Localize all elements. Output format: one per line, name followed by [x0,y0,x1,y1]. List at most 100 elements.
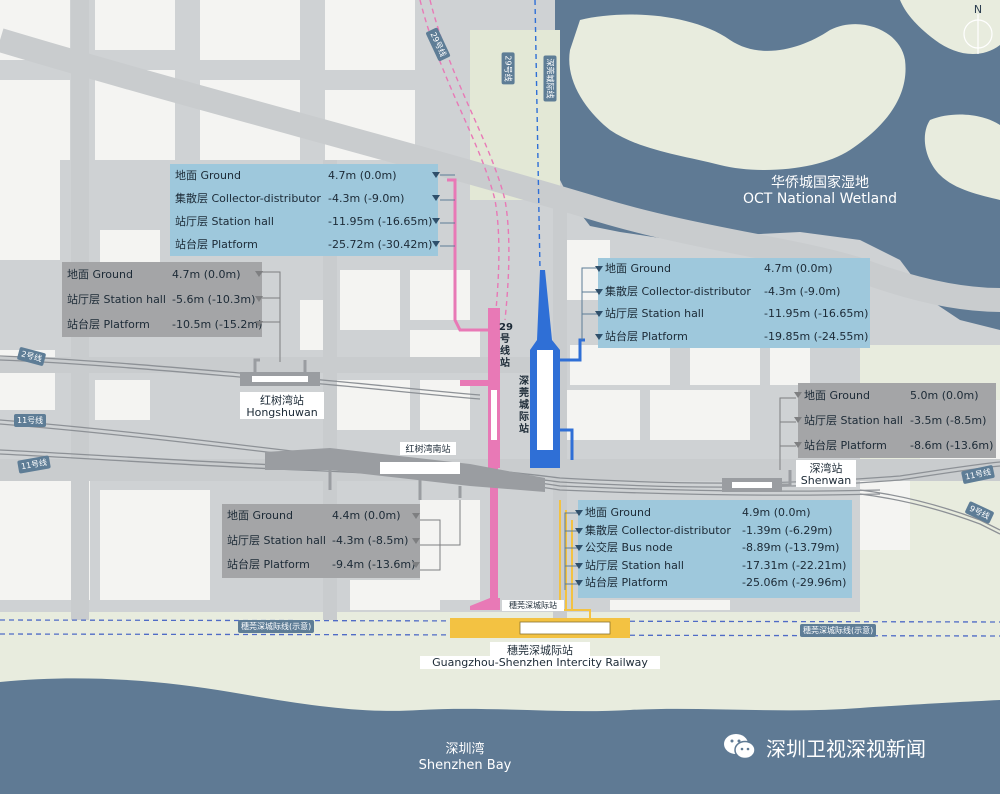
level-marker-icon [794,417,802,423]
shenwan-station [722,470,792,492]
hongshuwan-south-label: 红树湾南站 [400,442,456,455]
level-marker-icon [794,442,802,448]
panel-row: 站厅层 Station hall -5.6m (-10.3m) [62,287,263,312]
level-marker-icon [412,562,420,569]
panel-row-label: 站台层 Platform [227,558,310,572]
panel-row-value: -11.95m (-16.65m) [328,215,433,228]
panel-row: 站厅层 Station hall -4.3m (-8.5m) [222,529,420,554]
panel-row: 公交层 Bus node -8.89m (-13.79m) [575,539,852,557]
line29-station-label: 29号线站 [499,322,513,369]
panel-row: 站台层 Platform -25.72m (-30.42m) [170,233,440,256]
panel-row: 站厅层 Station hall -17.31m (-22.21m) [575,557,852,575]
level-marker-icon [595,266,603,272]
watermark-text: 深圳卫视深视新闻 [766,736,926,761]
guangshen-label-en: Guangzhou-Shenzhen Intercity Railway [420,656,660,669]
panel-shenwan: 地面 Ground 5.0m (0.0m) 站厅层 Station hall -… [794,383,996,458]
panel-row-label: 站台层 Platform [804,439,887,452]
panel-row-value: -19.85m (-24.55m) [764,329,869,343]
panel-row: 地面 Ground 4.7m (0.0m) [595,258,870,281]
level-marker-icon [432,241,440,247]
wetland-label-en: OCT National Wetland [743,191,897,207]
level-marker-icon [575,545,583,552]
bay-water [0,676,1000,794]
panel-connectors-blue [440,174,598,590]
level-marker-icon [575,580,583,587]
panel-row: 集散层 Collector-distributor -4.3m (-9.0m) [595,281,870,304]
panel-row-value: 4.4m (0.0m) [332,509,401,522]
panel-row-value: 4.7m (0.0m) [172,268,241,281]
hongshuwan-station [240,358,320,386]
watermark: 深圳卫视深视新闻 [722,730,926,764]
panel-row-value: -10.5m (-15.2m) [172,318,263,331]
level-marker-icon [595,333,603,340]
panel-guangshen: 地面 Ground 4.9m (0.0m) 集散层 Collector-dist… [575,500,852,598]
panel-line29: 地面 Ground 4.7m (0.0m) 集散层 Collector-dist… [170,164,440,256]
panel-row-label: 集散层 Collector-distributor [585,523,731,537]
panel-row-label: 站厅层 Station hall [227,533,326,547]
panel-row-value: -17.31m (-22.21m) [742,558,847,572]
level-marker-icon [575,510,583,516]
bay-label-en: Shenzhen Bay [418,758,512,773]
panel-row-value: -3.5m (-8.5m) [910,414,987,427]
panel-row-value: 4.7m (0.0m) [764,262,833,275]
panel-row-value: -25.72m (-30.42m) [328,238,433,251]
level-marker-icon [575,527,583,534]
panel-row-label: 站厅层 Station hall [585,558,684,572]
panel-hongshuwan: 地面 Ground 4.7m (0.0m) 站厅层 Station hall -… [62,262,263,337]
wetland-land-1 [569,14,906,171]
hongshuwan-label-en: Hongshuwan [240,406,324,419]
guangshen-line [0,619,1000,637]
compass-north-label: N [973,3,983,16]
panel-row-label: 地面 Ground [67,268,133,281]
level-marker-icon [412,513,420,519]
panel-row-value: -25.06m (-29.96m) [742,576,847,590]
panel-row: 站台层 Platform -10.5m (-15.2m) [62,312,263,337]
panel-row-value: -1.39m (-6.29m) [742,523,833,537]
level-marker-icon [432,172,440,178]
line29-tag-2: 29号线 [501,52,515,85]
panel-connectors [262,271,796,571]
level-marker-icon [255,271,263,277]
panel-row-label: 公交层 Bus node [585,541,673,555]
panel-row: 地面 Ground 4.7m (0.0m) [62,262,263,287]
panel-row-label: 站厅层 Station hall [804,414,903,427]
panel-row-value: -11.95m (-16.65m) [764,307,869,320]
panel-row: 站厅层 Station hall -3.5m (-8.5m) [794,408,996,433]
level-marker-icon [595,311,603,317]
wetland-land-3 [924,114,1000,200]
panel-row-label: 站台层 Platform [585,576,668,590]
intercity-tag: 深莞城际线 [543,55,557,102]
panel-row: 地面 Ground 4.4m (0.0m) [222,504,420,529]
panel-row: 地面 Ground 4.7m (0.0m) [170,164,440,187]
panel-row-label: 站厅层 Station hall [175,215,274,228]
panel-row-value: -8.89m (-13.79m) [742,541,840,555]
level-marker-icon [255,296,263,302]
wetland-label-cn: 华侨城国家湿地 [771,175,869,191]
wechat-icon [724,734,756,760]
compass [963,14,993,54]
intercity-station-label: 深莞城际站 [519,376,529,435]
guangshen-station [450,500,630,638]
level-marker-icon [255,321,263,327]
shenwan-label-cn: 深湾站 [796,460,856,476]
panel-row-value: 4.7m (0.0m) [328,169,397,182]
panel-row-value: -4.3m (-9.0m) [328,192,405,205]
panel-row: 地面 Ground 4.9m (0.0m) [575,504,852,522]
level-marker-icon [575,562,583,569]
panel-row-label: 站台层 Platform [67,318,150,331]
panel-row-value: -4.3m (-9.0m) [764,284,841,298]
panel-row: 站台层 Platform -9.4m (-13.6m) [222,553,420,578]
panel-row-label: 站厅层 Station hall [605,307,704,320]
panel-row-value: -4.3m (-8.5m) [332,533,409,547]
panel-row-value: -8.6m (-13.6m) [910,439,994,452]
intercity-route [530,0,585,468]
panel-row-label: 地面 Ground [175,169,241,182]
level-marker-icon [595,288,603,295]
panel-row-label: 地面 Ground [804,389,870,402]
panel-row-label: 地面 Ground [585,506,651,519]
panel-row-label: 集散层 Collector-distributor [605,284,751,298]
guangshen-small-label: 穗莞深城际站 [502,600,564,611]
panel-hongshuwan-south: 地面 Ground 4.4m (0.0m) 站厅层 Station hall -… [222,504,420,578]
guangshen-tag-left: 穗莞深城际线(示意) [238,620,315,633]
level-marker-icon [794,392,802,398]
